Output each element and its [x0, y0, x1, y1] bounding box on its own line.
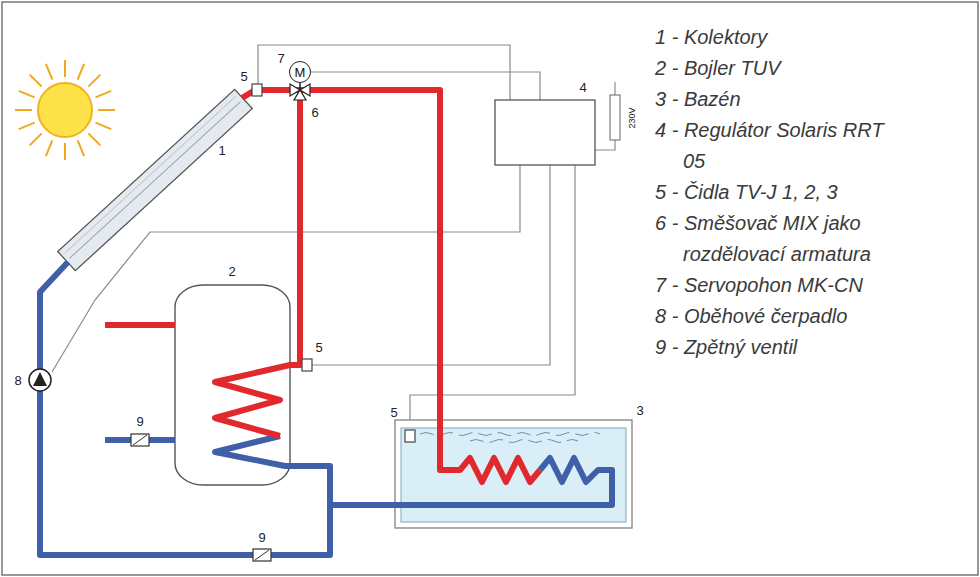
callout-number: 5	[389, 406, 398, 419]
legend-entry: 9 - Zpětný ventil	[655, 332, 980, 363]
legend-entry: 6 - Směšovač MIX jako rozdělovací armatu…	[655, 208, 933, 270]
legend-entry: 5 - Čidla TV-J 1, 2, 3	[655, 177, 980, 208]
temperature-sensor	[252, 84, 262, 96]
check-valve	[253, 549, 271, 561]
legend-entry: 1 - Kolektory	[655, 22, 980, 53]
callout-number: 4	[578, 81, 587, 94]
legend-entry: 8 - Oběhové čerpadlo	[655, 301, 980, 332]
sensor-wire	[410, 165, 575, 430]
legend-entry: 3 - Bazén	[655, 84, 980, 115]
signal-wires	[52, 45, 615, 430]
hot-pipe	[105, 90, 540, 482]
callout-number: 6	[310, 106, 319, 119]
sun-ray	[88, 75, 100, 87]
sun-ray	[78, 140, 85, 156]
cold-pipe	[40, 262, 612, 555]
power-wire	[614, 82, 615, 95]
sun-ray	[46, 140, 53, 156]
callout-number: 3	[635, 404, 644, 417]
sun-ray	[30, 75, 42, 87]
sun-rays	[15, 60, 115, 160]
callout-number: 8	[13, 374, 22, 387]
sun-ray	[64, 143, 66, 160]
sun-ray	[19, 123, 35, 130]
callout-number: 9	[257, 531, 266, 544]
legend-entry: 7 - Servopohon MK-CN	[655, 270, 980, 301]
sun-ray	[15, 109, 32, 111]
sun-ray	[98, 109, 115, 111]
sun-ray	[95, 91, 111, 98]
sun	[38, 83, 92, 137]
pump-arrow	[33, 372, 47, 386]
mixing-valve	[290, 84, 310, 100]
sun-ray	[19, 91, 35, 98]
callout-number: 7	[276, 52, 285, 65]
callout-number: 1	[217, 144, 226, 157]
solar-collector	[58, 89, 253, 270]
legend-entry: 2 - Bojler TUV	[655, 53, 980, 84]
power-fuse	[610, 95, 620, 140]
sun-ray	[46, 64, 53, 80]
callout-number: 5	[314, 341, 323, 354]
servo-motor-circle: M	[289, 61, 311, 83]
regulator-box	[495, 100, 595, 165]
water-surface	[420, 433, 600, 443]
callout-number: 9	[135, 415, 144, 428]
sun-ray	[88, 133, 100, 145]
callout-number: 2	[227, 265, 236, 278]
servo-wire	[311, 72, 540, 100]
power-wire	[595, 140, 615, 150]
circulation-pump	[29, 369, 51, 391]
sun-ray	[78, 64, 85, 80]
sun-ray	[95, 123, 111, 130]
sun-ray	[64, 60, 66, 77]
sun-ray	[30, 133, 42, 145]
check-valve	[131, 434, 149, 446]
callout-number: 5	[239, 70, 248, 83]
temperature-sensor	[405, 430, 415, 442]
motor-letter: M	[295, 66, 306, 79]
legend-entry: 4 - Regulátor Solaris RRT 05	[655, 115, 905, 177]
voltage-label: 230V	[628, 107, 637, 128]
temperature-sensor	[302, 359, 312, 371]
sensor-wire	[312, 165, 550, 365]
